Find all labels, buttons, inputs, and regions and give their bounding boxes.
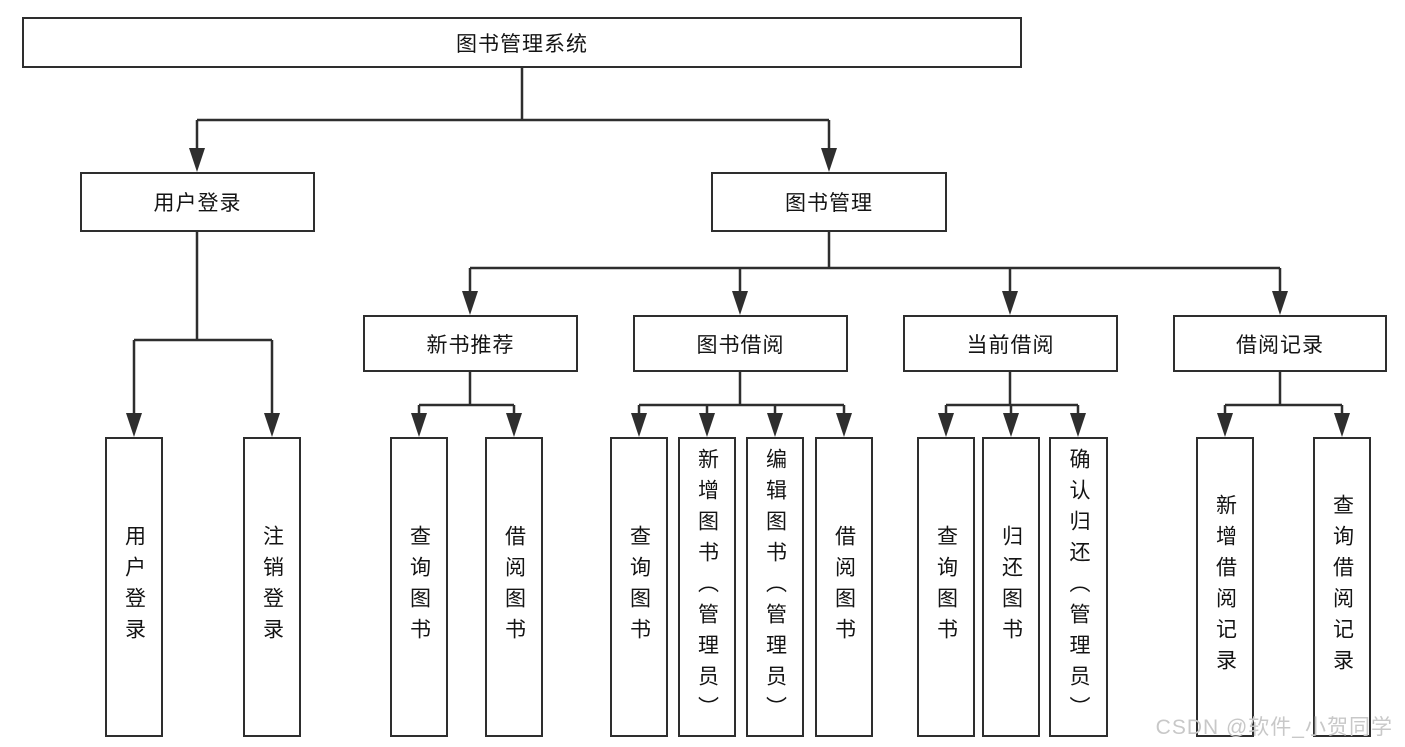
node-current-borrowing: 当前借阅 xyxy=(903,315,1118,372)
leaf-borrow-books-newbook: 借阅图书 xyxy=(485,437,543,737)
leaf-add-borrow-record-label: 新增借阅记录 xyxy=(1213,494,1237,680)
leaf-query-books-newbook-label: 查询图书 xyxy=(407,525,431,649)
leaf-query-books-current-label: 查询图书 xyxy=(934,525,958,649)
leaf-query-books-current: 查询图书 xyxy=(917,437,975,737)
leaf-confirm-return-admin-label: 确认归还（管理员） xyxy=(1067,447,1090,727)
leaf-borrow-books-newbook-label: 借阅图书 xyxy=(502,525,526,649)
leaf-add-book-admin-label: 新增图书（管理员） xyxy=(695,447,719,727)
leaf-edit-book-admin-label: 编辑图书（管理员） xyxy=(763,447,787,727)
csdn-watermark: CSDN @软件_小贺同学 xyxy=(1155,716,1393,739)
leaf-query-borrow-record-label: 查询借阅记录 xyxy=(1330,494,1354,680)
leaf-query-borrow-record: 查询借阅记录 xyxy=(1313,437,1371,737)
leaf-add-book-admin: 新增图书（管理员） xyxy=(678,437,736,737)
node-user-login: 用户登录 xyxy=(80,172,315,232)
leaf-user-login-label: 用户登录 xyxy=(122,525,146,649)
leaf-confirm-return-admin: 确认归还（管理员） xyxy=(1049,437,1108,737)
node-book-borrowing: 图书借阅 xyxy=(633,315,848,372)
node-new-book-recommend: 新书推荐 xyxy=(363,315,578,372)
leaf-borrow-books: 借阅图书 xyxy=(815,437,873,737)
node-root: 图书管理系统 xyxy=(22,17,1022,68)
leaf-add-borrow-record: 新增借阅记录 xyxy=(1196,437,1254,737)
leaf-logout-label: 注销登录 xyxy=(260,525,284,649)
leaf-return-book: 归还图书 xyxy=(982,437,1040,737)
leaf-query-books-borrow-label: 查询图书 xyxy=(627,525,651,649)
leaf-logout: 注销登录 xyxy=(243,437,301,737)
leaf-user-login: 用户登录 xyxy=(105,437,163,737)
node-borrow-records: 借阅记录 xyxy=(1173,315,1387,372)
leaf-edit-book-admin: 编辑图书（管理员） xyxy=(746,437,804,737)
leaf-query-books-borrow: 查询图书 xyxy=(610,437,668,737)
node-book-management: 图书管理 xyxy=(711,172,947,232)
leaf-query-books-newbook: 查询图书 xyxy=(390,437,448,737)
leaf-return-book-label: 归还图书 xyxy=(999,525,1023,649)
leaf-borrow-books-label: 借阅图书 xyxy=(832,525,856,649)
